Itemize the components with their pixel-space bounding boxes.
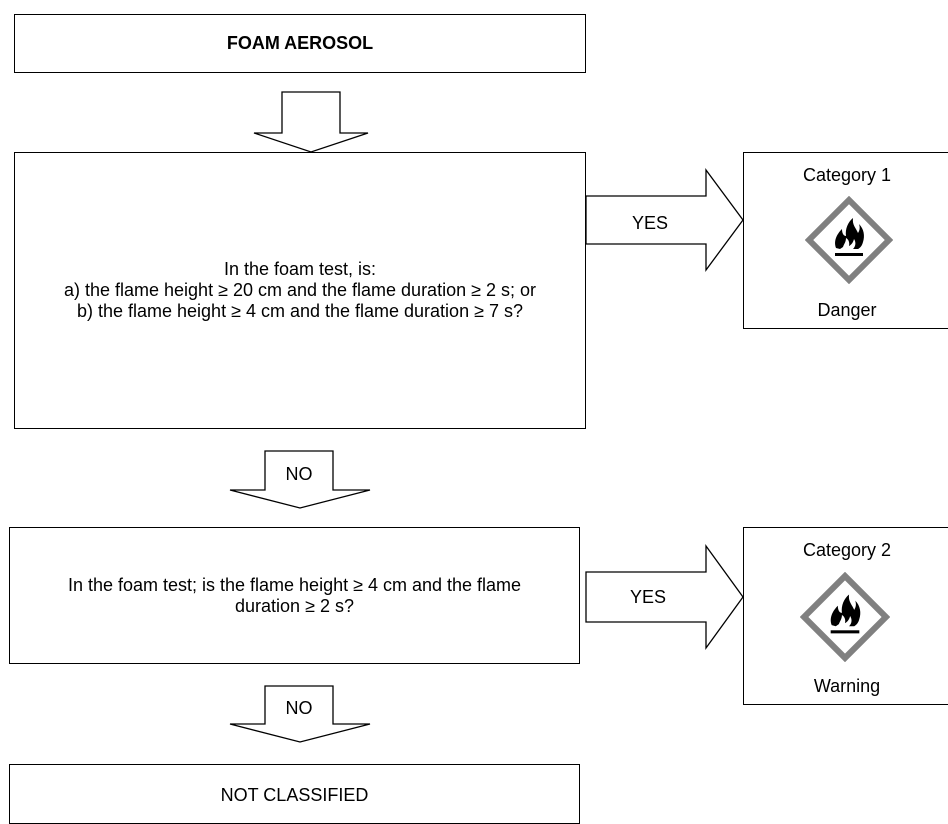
category-1-box: Category 1 Danger [743, 152, 948, 329]
question-1-box: In the foam test, is: a) the flame heigh… [14, 152, 586, 429]
category-2-box: Category 2 Warning [743, 527, 948, 705]
start-box: FOAM AEROSOL [14, 14, 586, 73]
question-1-text: In the foam test, is: a) the flame heigh… [63, 259, 536, 321]
yes-arrow-1 [585, 168, 744, 272]
no-label-1: NO [285, 464, 313, 484]
no-arrow-2 [229, 685, 371, 743]
category-2-title: Category 2 [802, 540, 892, 560]
category-2-signal: Warning [813, 676, 881, 696]
flame-pictogram-icon [800, 572, 890, 662]
down-arrow-1 [253, 91, 369, 153]
no-label-2: NO [285, 698, 313, 718]
yes-arrow-2 [585, 543, 744, 651]
no-arrow-1 [229, 450, 371, 509]
flame-pictogram-icon [805, 196, 893, 284]
result-box: NOT CLASSIFIED [9, 764, 580, 824]
yes-label-1: YES [631, 213, 669, 233]
category-1-signal: Danger [817, 300, 877, 320]
start-label: FOAM AEROSOL [226, 33, 374, 53]
yes-label-2: YES [629, 587, 667, 607]
category-1-title: Category 1 [802, 165, 892, 185]
question-2-box: In the foam test; is the flame height ≥ … [9, 527, 580, 664]
result-label: NOT CLASSIFIED [220, 785, 369, 805]
question-2-text: In the foam test; is the flame height ≥ … [67, 574, 522, 616]
